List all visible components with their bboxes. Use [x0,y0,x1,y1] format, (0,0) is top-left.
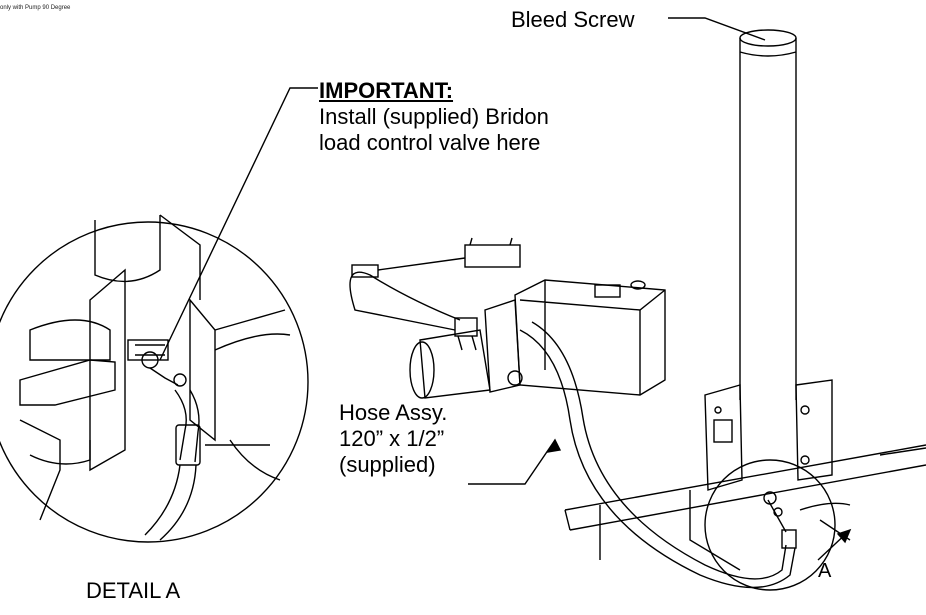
hose-line-3: (supplied) [339,451,436,477]
main-tower [668,17,833,491]
important-callout: IMPORTANT: Install (supplied) Bridon loa… [319,78,549,156]
detail-a-view [0,214,309,543]
bleed-screw-label: Bleed Screw [511,7,635,32]
page-caption: only with Pump 90 Degree [0,5,71,11]
section-a-marker: A [818,560,832,582]
hose-callout: Hose Assy. 120” x 1/2” (supplied) [339,400,447,478]
section-a-arrowhead [836,528,852,544]
important-leader [159,87,318,361]
frame-beams [564,444,926,591]
important-line-2: load control valve here [319,129,541,155]
hose-leader-arrowhead [546,438,562,453]
important-line-1: Install (supplied) Bridon [319,103,549,129]
important-title: IMPORTANT: [319,78,454,103]
hose-leader [468,439,556,485]
pump-assembly [349,237,797,589]
hose-line-2: 120” x 1/2” [339,425,445,451]
detail-a-label: DETAIL A [86,578,181,603]
hose-line-1: Hose Assy. [339,400,448,425]
